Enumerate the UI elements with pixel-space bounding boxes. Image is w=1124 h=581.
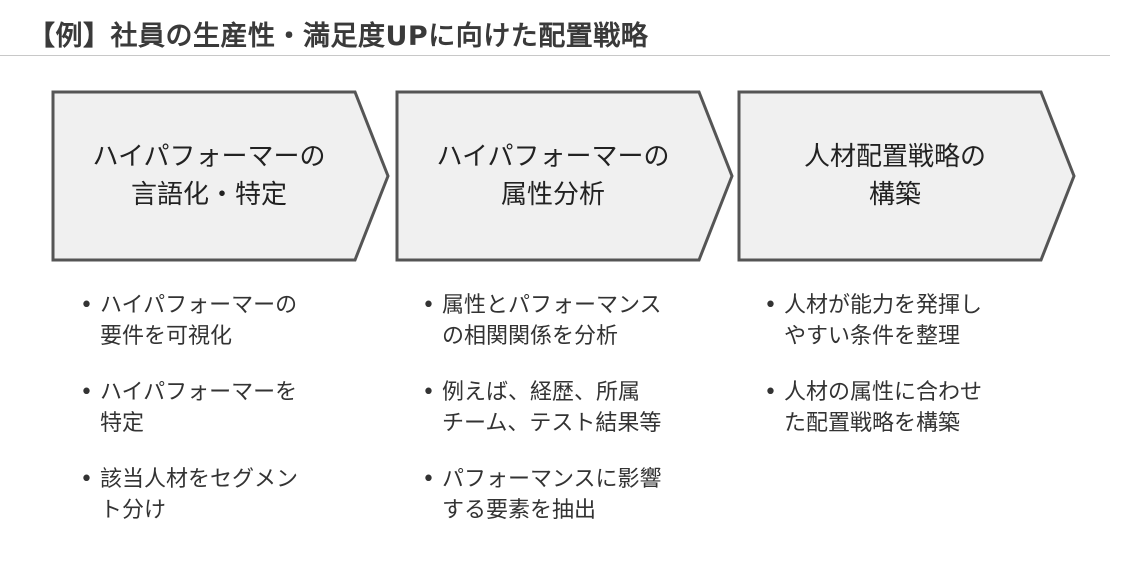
list-item: • ハイパフォーマーを 特定 xyxy=(78,377,378,439)
step-title-1: ハイパフォーマーの 言語化・特定 xyxy=(56,91,362,261)
step-title-line: 人材配置戦略の xyxy=(803,142,986,172)
step-title-3: 人材配置戦略の 構築 xyxy=(742,91,1048,261)
list-item: • 該当人材をセグメン ト分け xyxy=(78,464,378,526)
list-item-line: ト分け xyxy=(100,498,167,523)
list-item-line: 特定 xyxy=(100,411,145,436)
step-title-line: ハイパフォーマーの xyxy=(92,142,326,172)
step-title-line: 言語化・特定 xyxy=(130,180,287,210)
list-item: • ハイパフォーマーの 要件を可視化 xyxy=(78,290,378,352)
step-chevron-2: ハイパフォーマーの 属性分析 xyxy=(395,90,736,262)
list-item: • 人材が能力を発揮し やすい条件を整理 xyxy=(762,290,1062,352)
page-title: 【例】社員の生産性・満足度UPに向けた配置戦略 xyxy=(28,21,649,52)
bullet-dot-icon: • xyxy=(80,380,93,405)
step-details-1: • ハイパフォーマーの 要件を可視化 • ハイパフォーマーを 特定 • 該当人材… xyxy=(78,290,378,551)
bullet-dot-icon: • xyxy=(80,293,93,318)
bullet-dot-icon: • xyxy=(80,467,93,492)
step-details-2: • 属性とパフォーマンス の相関関係を分析 • 例えば、経歴、所属 チーム、テス… xyxy=(420,290,720,551)
list-item-line: 要件を可視化 xyxy=(100,324,233,349)
list-item-line: やすい条件を整理 xyxy=(784,324,961,349)
step-title-2: ハイパフォーマーの 属性分析 xyxy=(400,91,706,261)
chevron-shape-1 xyxy=(51,90,390,262)
step-title-line: ハイパフォーマーの xyxy=(436,142,670,172)
bullet-dot-icon: • xyxy=(422,293,435,318)
list-item-line: する要素を抽出 xyxy=(442,498,597,523)
step-title-line: 属性分析 xyxy=(500,180,605,210)
chevron-shape-3 xyxy=(737,90,1076,262)
step-title-line: 構築 xyxy=(868,180,921,210)
bullet-dot-icon: • xyxy=(422,467,435,492)
bullet-dot-icon: • xyxy=(764,380,777,405)
chevron-shape-2 xyxy=(395,90,734,262)
list-item-line: の相関関係を分析 xyxy=(442,324,619,349)
bullet-dot-icon: • xyxy=(422,380,435,405)
list-item-line: 例えば、経歴、所属 xyxy=(442,380,641,405)
title-divider xyxy=(0,55,1110,56)
list-item: • 例えば、経歴、所属 チーム、テスト結果等 xyxy=(420,377,720,439)
step-chevron-3: 人材配置戦略の 構築 xyxy=(737,90,1078,262)
list-item-line: ハイパフォーマーの xyxy=(100,293,298,318)
list-item: • パフォーマンスに影響 する要素を抽出 xyxy=(420,464,720,526)
list-item-line: 人材の属性に合わせ xyxy=(784,380,983,405)
list-item-line: 人材が能力を発揮し xyxy=(784,293,983,318)
list-item-line: 該当人材をセグメン xyxy=(100,467,299,492)
list-item-line: パフォーマンスに影響 xyxy=(442,467,662,492)
list-item: • 人材の属性に合わせ た配置戦略を構築 xyxy=(762,377,1062,439)
list-item-line: た配置戦略を構築 xyxy=(784,411,961,436)
list-item-line: チーム、テスト結果等 xyxy=(442,411,662,436)
list-item: • 属性とパフォーマンス の相関関係を分析 xyxy=(420,290,720,352)
list-item-line: ハイパフォーマーを xyxy=(100,380,298,405)
list-item-line: 属性とパフォーマンス xyxy=(442,293,662,318)
step-details-3: • 人材が能力を発揮し やすい条件を整理 • 人材の属性に合わせ た配置戦略を構… xyxy=(762,290,1062,464)
bullet-dot-icon: • xyxy=(764,293,777,318)
step-chevron-1: ハイパフォーマーの 言語化・特定 xyxy=(51,90,392,262)
